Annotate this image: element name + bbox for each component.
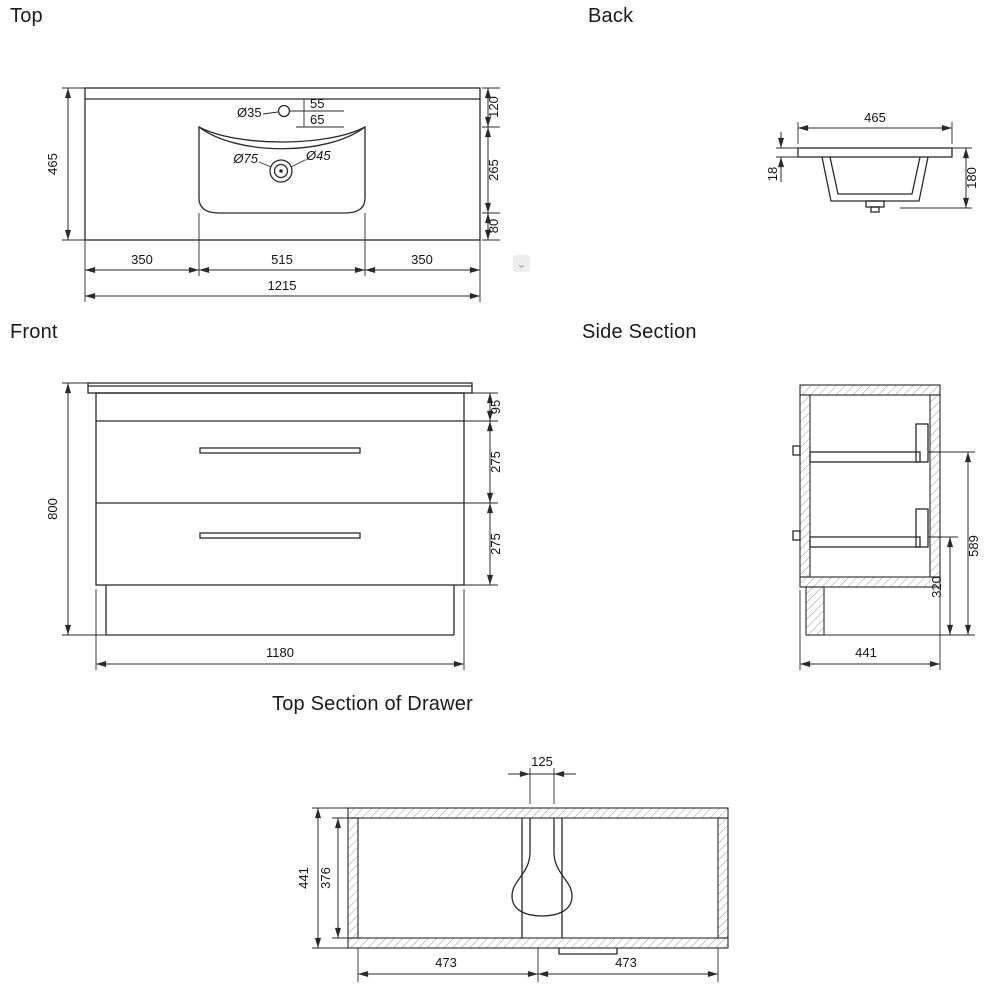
plinth-section bbox=[805, 586, 825, 636]
drawer-right-wall bbox=[717, 817, 729, 939]
dim-tap-from-back: 55 bbox=[310, 96, 324, 111]
drawer1-bottom-panel bbox=[809, 451, 921, 463]
dim-total-height: 800 bbox=[45, 498, 60, 520]
basin-bowl-inner bbox=[829, 156, 921, 195]
side-front-panel bbox=[929, 394, 941, 578]
runner-clip-top bbox=[792, 445, 801, 456]
dim-segment-right: 350 bbox=[411, 252, 433, 267]
cabinet-body bbox=[95, 392, 465, 586]
drawer2-front-panel bbox=[915, 508, 929, 548]
front-view-title: Front bbox=[10, 321, 58, 343]
counter-slab bbox=[797, 147, 953, 158]
runner-clip-bottom bbox=[792, 530, 801, 541]
tap-hole bbox=[277, 104, 291, 118]
basin-inner-rim bbox=[198, 126, 366, 150]
drawer-section-view: 125 441 376 473 473 bbox=[296, 754, 729, 982]
dim-top-thickness: 18 bbox=[765, 167, 780, 181]
dim-plinth-zone-height: 320 bbox=[929, 576, 944, 598]
drain-outer-circle bbox=[269, 159, 293, 183]
dim-cabinet-depth: 441 bbox=[855, 645, 877, 660]
side-section-view: 589 320 441 bbox=[792, 384, 981, 670]
drawer1-front-panel bbox=[915, 423, 929, 463]
front-tab bbox=[558, 948, 618, 955]
dim-inner-depth: 376 bbox=[318, 867, 333, 889]
dim-back-basin-width: 465 bbox=[864, 110, 886, 125]
drawer-left-wall bbox=[347, 817, 359, 939]
drain-inner-circle bbox=[273, 163, 289, 179]
counter-front-edge bbox=[87, 382, 473, 394]
back-view: 465 18 180 bbox=[765, 110, 979, 213]
countertop-outline bbox=[84, 87, 481, 241]
drawer-front-wall bbox=[347, 937, 729, 949]
plumbing-cutout bbox=[511, 818, 573, 917]
drain-body bbox=[865, 200, 885, 208]
front-view: 800 95 275 275 1180 bbox=[45, 382, 503, 670]
side-back-panel bbox=[799, 394, 811, 578]
dim-basin-depth: 265 bbox=[486, 159, 501, 181]
drawer-handle-bottom bbox=[199, 532, 361, 539]
dim-basin-height: 180 bbox=[964, 167, 979, 189]
dim-tap-to-basin: 65 bbox=[310, 112, 324, 127]
drain-tail bbox=[870, 206, 880, 213]
top-view: Ø35 55 65 Ø75 Ø45 465 120 265 80 bbox=[45, 87, 501, 302]
dim-drawer-bottom-height: 275 bbox=[488, 533, 503, 555]
dim-segment-middle: 515 bbox=[271, 252, 293, 267]
side-bottom-panel bbox=[799, 576, 941, 588]
dim-tap-diameter: Ø35 bbox=[237, 105, 262, 120]
dim-cabinet-width: 1180 bbox=[266, 645, 294, 660]
basin-outline bbox=[198, 125, 366, 214]
dim-front-offset: 80 bbox=[486, 219, 501, 233]
dim-segment-left: 350 bbox=[131, 252, 153, 267]
dim-overflow-diameter: Ø75 bbox=[232, 151, 258, 166]
drawer-back-wall bbox=[347, 807, 729, 819]
drawer-section-title: Top Section of Drawer bbox=[272, 693, 473, 715]
dim-total-width: 1215 bbox=[268, 278, 297, 293]
chevron-down-icon[interactable]: ⌄ bbox=[513, 255, 530, 272]
dim-waste-diameter: Ø45 bbox=[305, 148, 331, 163]
dim-outer-depth: 441 bbox=[296, 867, 311, 889]
back-view-title: Back bbox=[588, 5, 634, 27]
dim-top-gap: 95 bbox=[488, 400, 503, 414]
drawer-handle-top bbox=[199, 447, 361, 454]
side-view-title: Side Section bbox=[582, 321, 697, 343]
dim-top-depth: 465 bbox=[45, 153, 60, 175]
dim-back-offset: 120 bbox=[486, 96, 501, 118]
dim-bay-right: 473 bbox=[615, 955, 637, 970]
drain-center bbox=[279, 169, 283, 173]
side-top-panel bbox=[799, 384, 941, 396]
dim-drawer-zone-height: 589 bbox=[966, 535, 981, 557]
dim-cutout-width: 125 bbox=[531, 754, 553, 769]
dim-bay-left: 473 bbox=[435, 955, 457, 970]
drawer2-bottom-panel bbox=[809, 536, 921, 548]
top-view-title: Top bbox=[10, 5, 43, 27]
dim-drawer-top-height: 275 bbox=[488, 451, 503, 473]
